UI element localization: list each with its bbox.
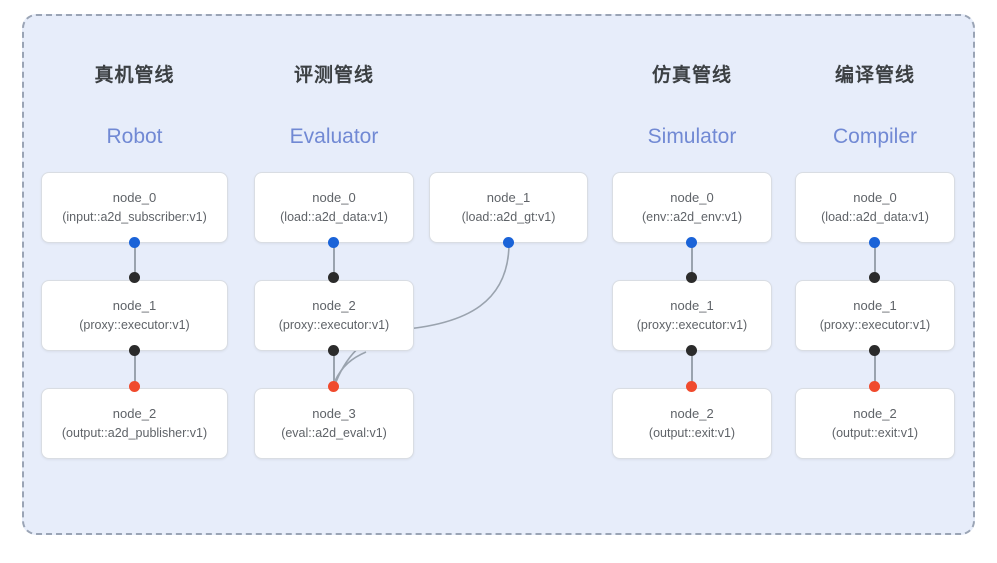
edge-simulator-1-2 — [691, 351, 693, 388]
edge-compiler-0-1 — [874, 243, 876, 280]
node-name: node_0 — [112, 190, 157, 206]
node-spec: (load::a2d_data:v1) — [280, 209, 388, 224]
edge-simulator-0-1 — [691, 243, 693, 280]
column-title-cn-robot: 真机管线 — [94, 65, 175, 86]
node-compiler-1[interactable]: node_1 (proxy::executor:v1) — [795, 280, 955, 351]
node-spec: (env::a2d_env:v1) — [641, 209, 743, 224]
node-robot-0[interactable]: node_0 (input::a2d_subscriber:v1) — [41, 172, 228, 243]
port-input-simulator-1[interactable] — [686, 272, 697, 283]
port-output-evaluator-2[interactable] — [328, 345, 339, 356]
node-evaluator-gt[interactable]: node_1 (load::a2d_gt:v1) — [429, 172, 588, 243]
node-spec: (output::a2d_publisher:v1) — [61, 425, 208, 440]
edge-robot-0-1 — [134, 243, 136, 280]
node-spec: (output::exit:v1) — [831, 425, 919, 440]
column-title-cn-compiler: 编译管线 — [834, 65, 915, 86]
node-evaluator-0[interactable]: node_0 (load::a2d_data:v1) — [254, 172, 414, 243]
node-name: node_1 — [486, 190, 531, 206]
port-output-simulator-0[interactable] — [686, 237, 697, 248]
port-output-evaluator-0[interactable] — [328, 237, 339, 248]
port-output-evaluator-gt[interactable] — [503, 237, 514, 248]
edge-evaluator-0-2 — [333, 243, 335, 280]
node-spec: (proxy::executor:v1) — [636, 317, 748, 332]
node-robot-2[interactable]: node_2 (output::a2d_publisher:v1) — [41, 388, 228, 459]
node-spec: (output::exit:v1) — [648, 425, 736, 440]
node-name: node_2 — [112, 406, 157, 422]
edge-evaluator-2-3 — [333, 351, 335, 388]
node-compiler-0[interactable]: node_0 (load::a2d_data:v1) — [795, 172, 955, 243]
node-spec: (input::a2d_subscriber:v1) — [62, 209, 207, 224]
port-input-evaluator-3[interactable] — [328, 381, 339, 392]
node-name: node_1 — [670, 298, 714, 314]
column-title-en-simulator: Simulator — [647, 125, 737, 148]
port-output-robot-0[interactable] — [129, 237, 140, 248]
node-robot-1[interactable]: node_1 (proxy::executor:v1) — [41, 280, 228, 351]
node-simulator-2[interactable]: node_2 (output::exit:v1) — [612, 388, 772, 459]
port-input-compiler-2[interactable] — [869, 381, 880, 392]
column-title-en-evaluator: Evaluator — [289, 125, 379, 148]
node-name: node_1 — [112, 298, 157, 314]
node-spec: (proxy::executor:v1) — [819, 317, 931, 332]
port-input-robot-1[interactable] — [129, 272, 140, 283]
node-name: node_2 — [670, 406, 714, 422]
node-name: node_0 — [853, 190, 897, 206]
node-name: node_3 — [312, 406, 356, 422]
edge-robot-1-2 — [134, 351, 136, 388]
node-name: node_2 — [312, 298, 356, 314]
node-spec: (load::a2d_data:v1) — [821, 209, 929, 224]
node-evaluator-3[interactable]: node_3 (eval::a2d_eval:v1) — [254, 388, 414, 459]
port-output-simulator-1[interactable] — [686, 345, 697, 356]
column-title-en-robot: Robot — [106, 125, 163, 148]
column-title-cn-simulator: 仿真管线 — [651, 65, 732, 86]
node-name: node_0 — [312, 190, 356, 206]
port-input-simulator-2[interactable] — [686, 381, 697, 392]
node-name: node_1 — [853, 298, 897, 314]
node-spec: (eval::a2d_eval:v1) — [281, 425, 387, 440]
node-spec: (proxy::executor:v1) — [278, 317, 390, 332]
port-input-robot-2[interactable] — [129, 381, 140, 392]
column-title-cn-evaluator: 评测管线 — [293, 65, 374, 86]
port-output-robot-1[interactable] — [129, 345, 140, 356]
node-spec: (proxy::executor:v1) — [79, 317, 190, 332]
node-simulator-0[interactable]: node_0 (env::a2d_env:v1) — [612, 172, 772, 243]
node-evaluator-2[interactable]: node_2 (proxy::executor:v1) — [254, 280, 414, 351]
node-compiler-2[interactable]: node_2 (output::exit:v1) — [795, 388, 955, 459]
port-output-compiler-1[interactable] — [869, 345, 880, 356]
node-name: node_0 — [670, 190, 714, 206]
column-title-en-compiler: Compiler — [832, 125, 918, 148]
port-input-compiler-1[interactable] — [869, 272, 880, 283]
node-simulator-1[interactable]: node_1 (proxy::executor:v1) — [612, 280, 772, 351]
node-spec: (load::a2d_gt:v1) — [461, 209, 556, 224]
edge-compiler-1-2 — [874, 351, 876, 388]
port-input-evaluator-2[interactable] — [328, 272, 339, 283]
port-output-compiler-0[interactable] — [869, 237, 880, 248]
node-name: node_2 — [853, 406, 897, 422]
